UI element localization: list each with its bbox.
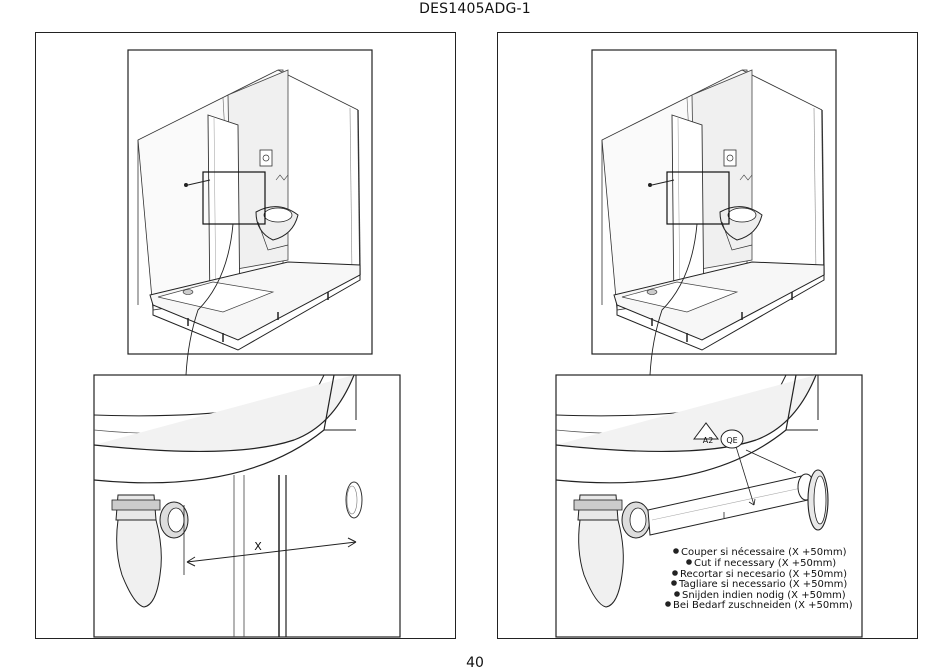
cut-instruction-en: Cut if necessary (X +50mm) [694,558,836,569]
drain-detail-left [93,374,401,638]
cut-instruction-it: Tagliare si necessario (X +50mm) [678,579,847,590]
part-code-qe: QE [726,436,737,445]
cut-instruction-nl: Snijden indien nodig (X +50mm) [682,590,846,601]
language-it-icon [671,580,677,586]
document-code: DES1405ADG-1 [419,1,531,17]
dimension-x-label: X [254,540,262,553]
cut-instructions-list: Couper si nécessaire (X +50mm) Cut if ne… [665,546,853,611]
drain-detail-right [555,374,863,638]
shower-cabin-left-drawing [127,49,373,376]
language-nl-icon [674,591,680,597]
part-code-a2: A2 [703,436,714,445]
language-fr-icon [673,548,679,554]
language-es-icon [672,570,678,576]
shower-cabin-right-drawing [591,49,837,376]
cut-instruction-de: Bei Bedarf zuschneiden (X +50mm) [673,600,853,611]
language-en-icon [686,559,692,565]
right-illustration-panel [497,32,918,639]
cut-instruction-fr: Couper si nécessaire (X +50mm) [681,546,847,558]
page-number: 40 [466,655,484,671]
cut-instruction-es: Recortar si necesario (X +50mm) [680,569,847,580]
language-de-icon [665,601,671,607]
left-illustration-panel [35,32,456,639]
